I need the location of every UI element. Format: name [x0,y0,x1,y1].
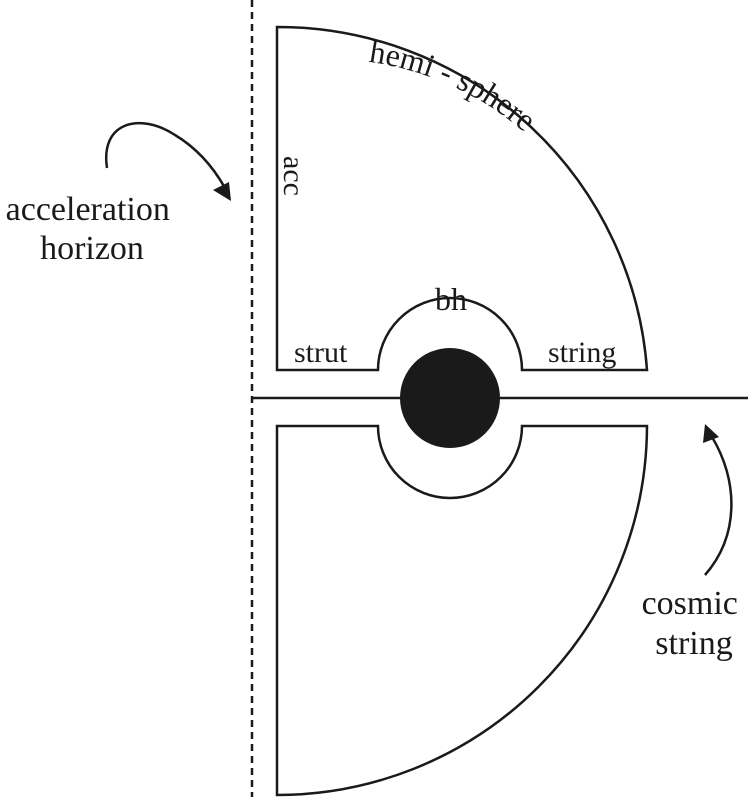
cosmic-string-arrow [704,436,733,576]
strut-label: strut [294,336,348,369]
hemi-sphere-label-path: hemi - sphere [367,33,543,138]
hemi-sphere-label: hemi - sphere [367,33,543,138]
acceleration-horizon-label-line1: acceleration [6,191,170,228]
lower-hemisphere-outline [275,424,649,797]
cosmic-string-label-line2: string [655,625,732,662]
upper-hemisphere-outline [275,25,649,372]
acc-label: acc [277,156,310,196]
cosmic-string-label-line1: cosmic [642,585,738,622]
bh-label: bh [435,281,467,317]
horizon-arrow-head [213,182,231,201]
cosmic-string-arrow-head [703,424,719,443]
string-label: string [548,336,616,369]
acceleration-horizon-label: acceleration horizon [6,191,179,267]
black-hole [400,348,500,448]
acceleration-horizon-label-line2: horizon [40,230,144,267]
horizon-arrow [104,121,227,189]
cosmic-string-label: cosmic string [642,585,747,662]
